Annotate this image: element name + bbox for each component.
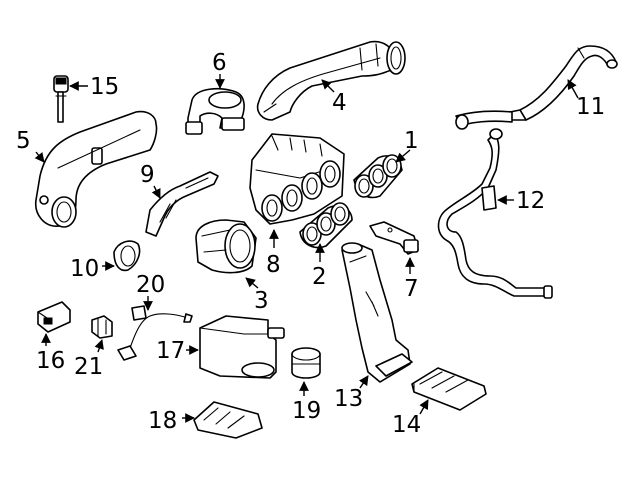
- part-9-bracket[interactable]: [145, 171, 219, 237]
- part-12-hose-lower[interactable]: [437, 128, 553, 299]
- callout-19: 19: [292, 398, 321, 424]
- callout-12: 12: [516, 188, 545, 214]
- part-16-connector[interactable]: [37, 301, 71, 333]
- callout-18: 18: [148, 408, 177, 434]
- callout-2: 2: [312, 264, 327, 290]
- part-17-resonator[interactable]: [199, 315, 285, 379]
- callout-13: 13: [334, 386, 363, 412]
- part-20-hose[interactable]: [117, 305, 193, 361]
- callout-20: 20: [136, 272, 165, 298]
- part-19-cylinder[interactable]: [291, 347, 321, 379]
- callout-16: 16: [36, 348, 65, 374]
- part-6-elbow[interactable]: [185, 87, 245, 135]
- callout-17: 17: [156, 338, 185, 364]
- callout-4: 4: [332, 90, 347, 116]
- part-14-plate[interactable]: [411, 367, 487, 411]
- callout-8: 8: [266, 252, 281, 278]
- callout-10: 10: [70, 256, 99, 282]
- callout-6: 6: [212, 50, 227, 76]
- part-2-gasket[interactable]: [299, 202, 353, 249]
- callout-21: 21: [74, 354, 103, 380]
- callout-7: 7: [404, 276, 419, 302]
- part-1-gasket[interactable]: [353, 154, 403, 199]
- part-5-intake-duct[interactable]: [35, 110, 158, 228]
- part-7-bracket[interactable]: [369, 221, 419, 255]
- leader-arrows: [34, 74, 579, 423]
- callout-1: 1: [404, 128, 419, 154]
- callout-5: 5: [16, 128, 31, 154]
- part-21-clip[interactable]: [91, 315, 113, 339]
- callout-11: 11: [576, 94, 605, 120]
- part-8-manifold[interactable]: [249, 133, 345, 225]
- part-10-seal[interactable]: [113, 240, 141, 272]
- callout-14: 14: [392, 412, 421, 438]
- callout-3: 3: [254, 288, 269, 314]
- part-13-duct[interactable]: [341, 242, 413, 383]
- part-18-base-plate[interactable]: [193, 401, 263, 439]
- callout-9: 9: [140, 162, 155, 188]
- part-3-throttle-body[interactable]: [195, 219, 257, 274]
- callout-15: 15: [90, 74, 119, 100]
- part-15-sensor[interactable]: [53, 75, 69, 123]
